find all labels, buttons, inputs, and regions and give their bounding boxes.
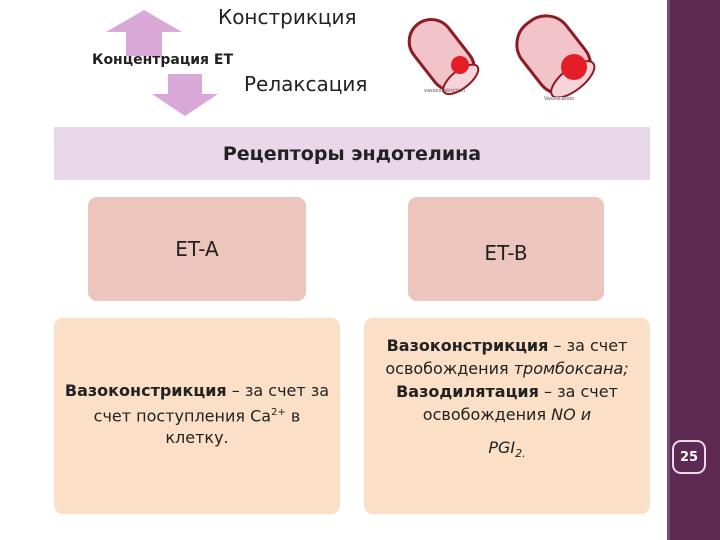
vessel-constriction-caption: vasoconstriction — [424, 88, 465, 94]
vessel-constriction-image — [400, 5, 496, 95]
et-a-vasoconstriction: Вазоконстрикция — [65, 381, 227, 400]
et-b-no: NO и — [551, 405, 591, 424]
et-concentration-label: Концентрация ЕТ — [92, 52, 233, 68]
vessel-dilation-caption: Vasodilation — [544, 96, 574, 102]
et-a-description-box: Вазоконстрикция – за счет за счет поступ… — [54, 318, 340, 514]
et-b-description: Вазоконстрикция – за счет освобождения т… — [378, 334, 636, 465]
up-arrow-icon — [104, 8, 184, 58]
et-b-box: ET-B — [408, 197, 604, 301]
et-a-desc-sup: 2+ — [271, 407, 286, 418]
et-a-title: ET-A — [88, 237, 306, 261]
relaxation-label: Релаксация — [244, 72, 367, 96]
vessel-dilation-image — [512, 5, 608, 97]
et-b-thromboxane: тромбоксана; — [514, 359, 629, 378]
receptors-band: Рецепторы эндотелина — [54, 127, 650, 180]
et-b-vasoconstriction: Вазоконстрикция — [387, 336, 549, 355]
down-arrow-icon — [150, 72, 220, 118]
page-number: 25 — [672, 440, 706, 474]
et-b-description-box: Вазоконстрикция – за счет освобождения т… — [364, 318, 650, 514]
et-a-box: ET-A — [88, 197, 306, 301]
et-b-vasodilation: Вазодилятация — [396, 382, 539, 401]
constriction-label: Констрикция — [218, 5, 357, 29]
et-b-title: ET-B — [408, 241, 604, 265]
band-title: Рецепторы эндотелина — [223, 143, 481, 165]
et-b-pgi-sub: 2. — [515, 447, 526, 460]
et-b-pgi: PGI — [488, 438, 515, 457]
et-b-pgi-line: PGI2. — [378, 436, 636, 465]
et-a-description: Вазоконстрикция – за счет за счет поступ… — [62, 380, 332, 449]
